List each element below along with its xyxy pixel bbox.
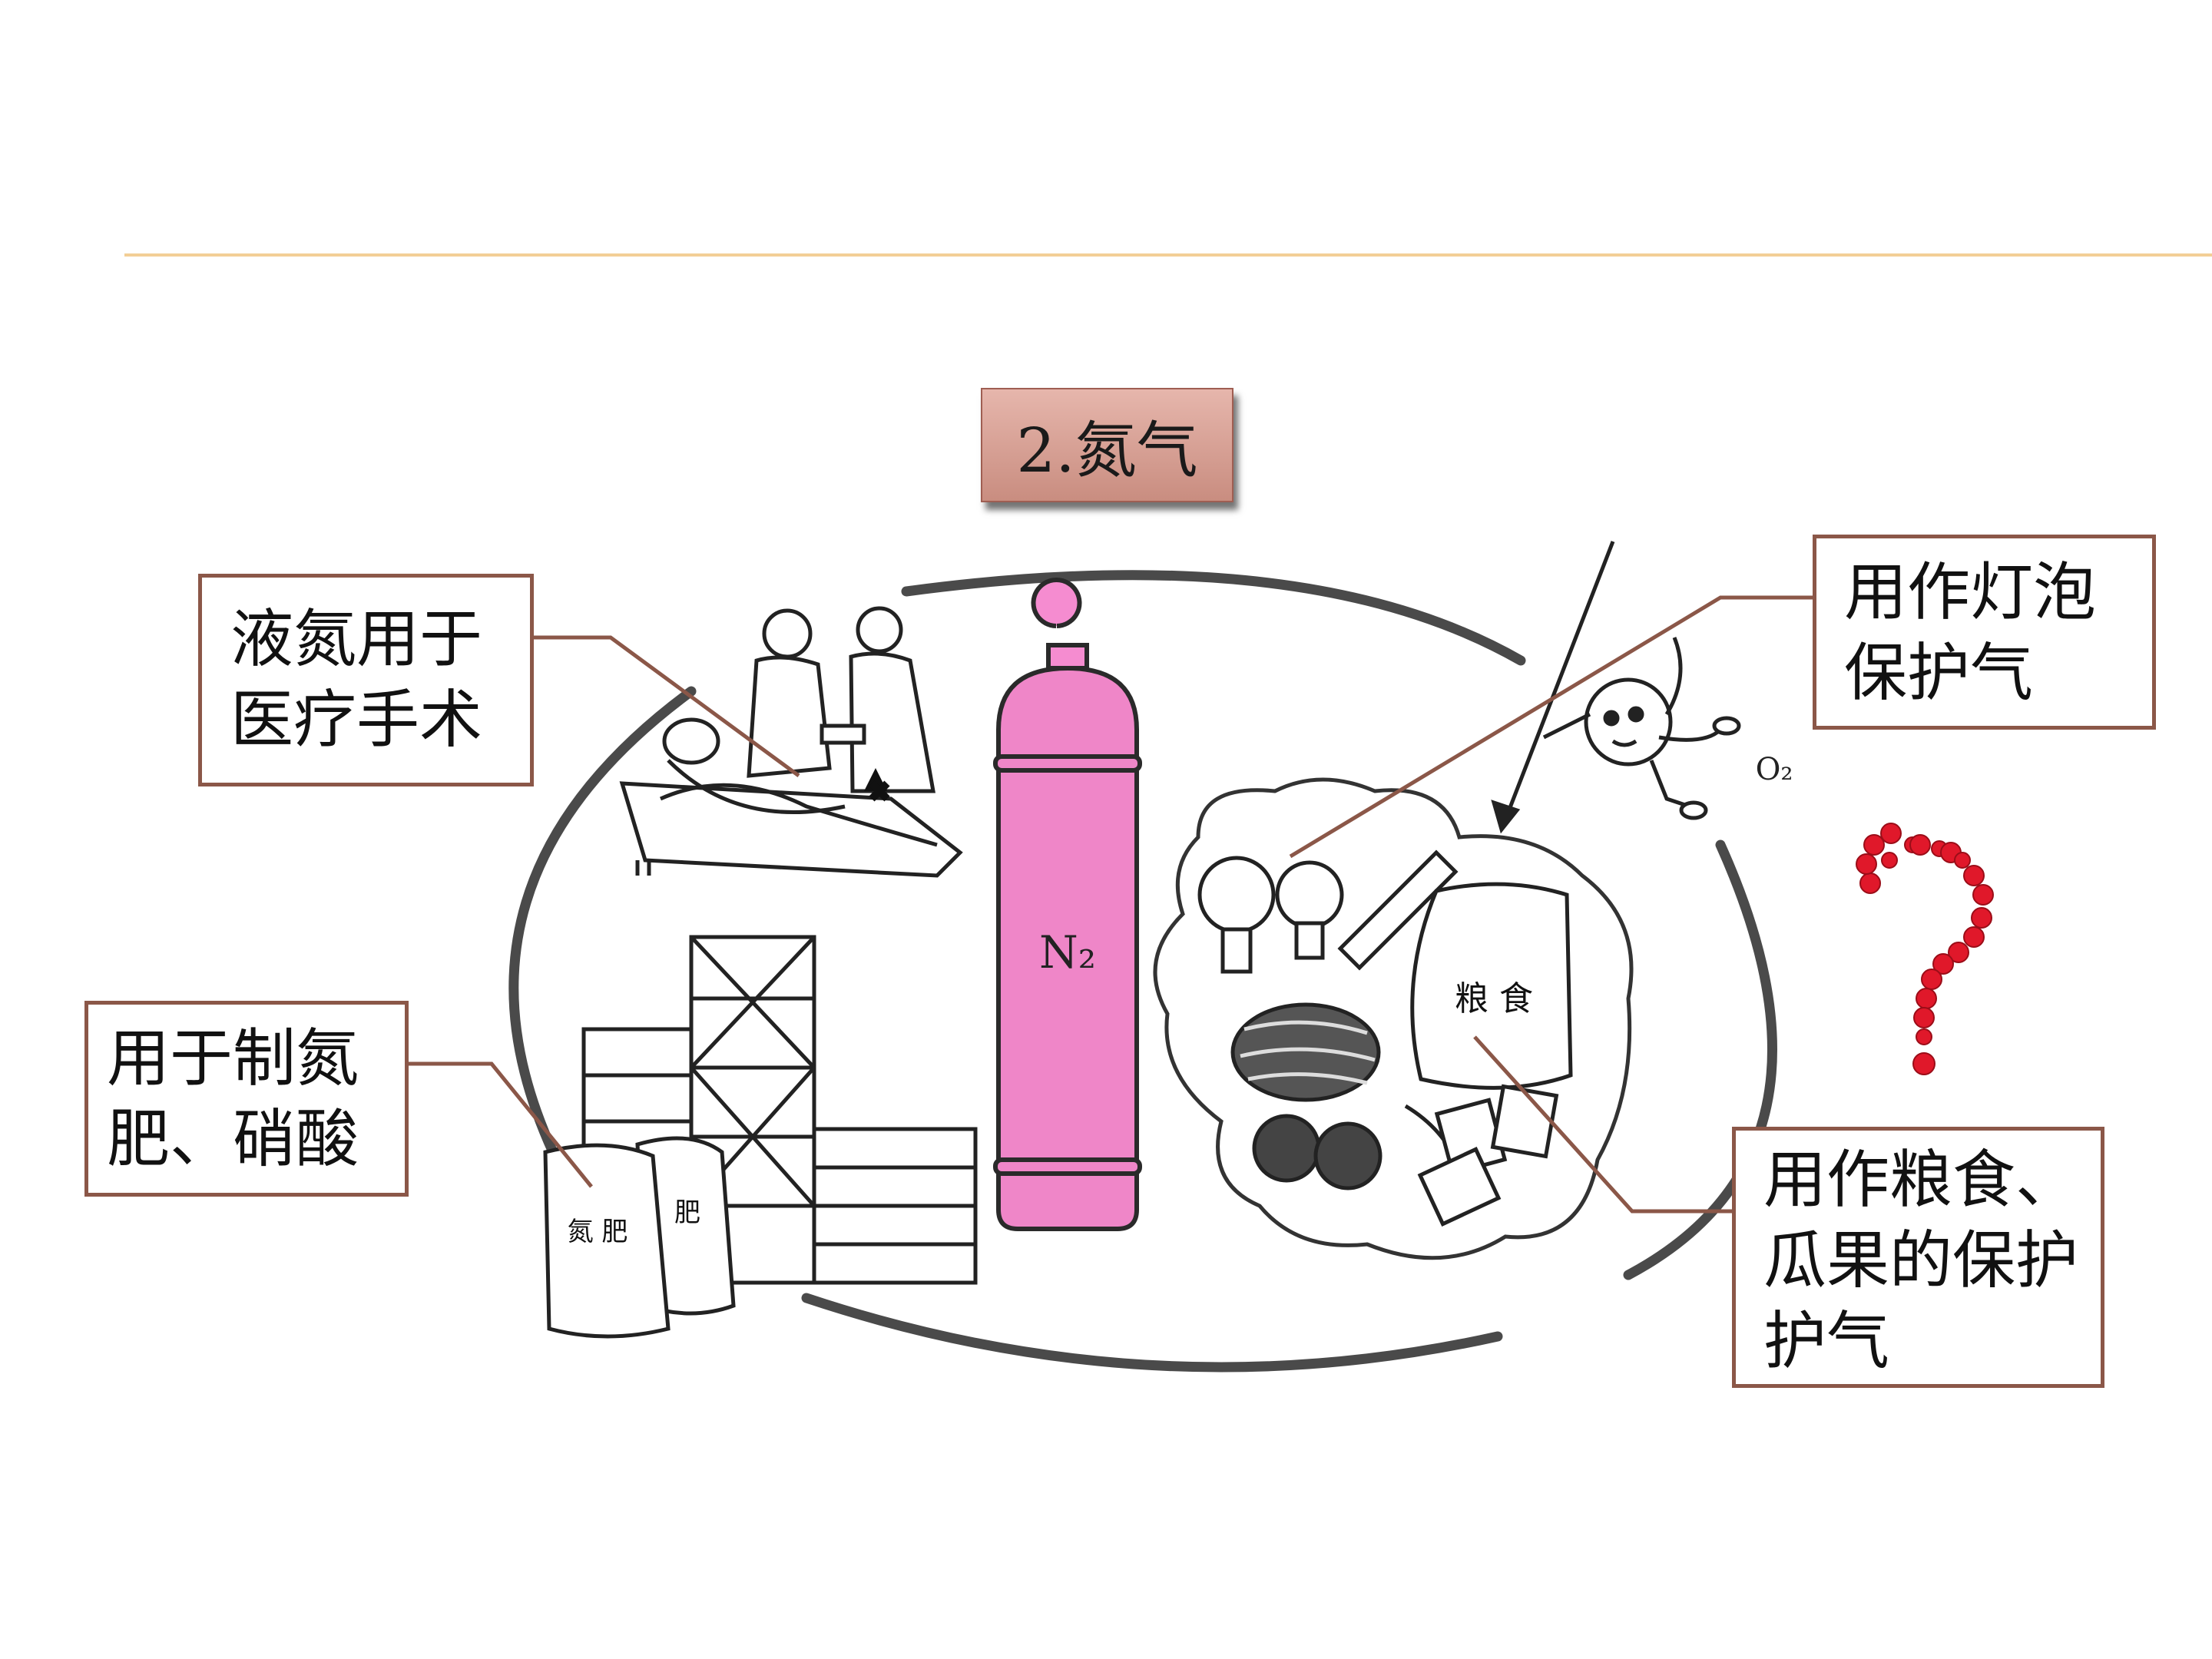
connector-lines	[409, 595, 1813, 1214]
label-fertilizer: 用于制氮 肥、硝酸	[84, 1001, 409, 1197]
surgery-scene-icon	[619, 606, 963, 878]
cylinder-label: N₂	[1039, 926, 1096, 979]
fertilizer-bag-back-label: 肥	[674, 1197, 700, 1228]
fruits-icon	[1230, 1002, 1462, 1190]
header-divider	[124, 253, 2212, 257]
grain-bag-label: 粮 食	[1455, 979, 1533, 1018]
light-bulb-icon	[1197, 849, 1459, 974]
question-mark-icon	[1856, 823, 1994, 1075]
label-bulb-protection: 用作灯泡 保护气	[1813, 535, 2156, 730]
slide-title: 2.氮气	[981, 388, 1233, 502]
fertilizer-bag-front-label: 氮 肥	[568, 1217, 628, 1247]
grain-bag-icon: 粮 食	[1410, 882, 1573, 1227]
oxygen-label: O₂	[1756, 752, 1793, 787]
outer-ellipse	[508, 570, 1777, 1373]
oxygen-character-icon: O₂	[1491, 541, 1793, 834]
fertilizer-bags-icon: 氮 肥 肥	[543, 1136, 736, 1339]
label-medical-surgery: 液氮用于 医疗手术	[198, 574, 534, 786]
label-food-protection: 用作粮食、 瓜果的保护 护气	[1732, 1127, 2104, 1388]
nitrogen-cylinder-icon: N₂	[993, 578, 1142, 1231]
